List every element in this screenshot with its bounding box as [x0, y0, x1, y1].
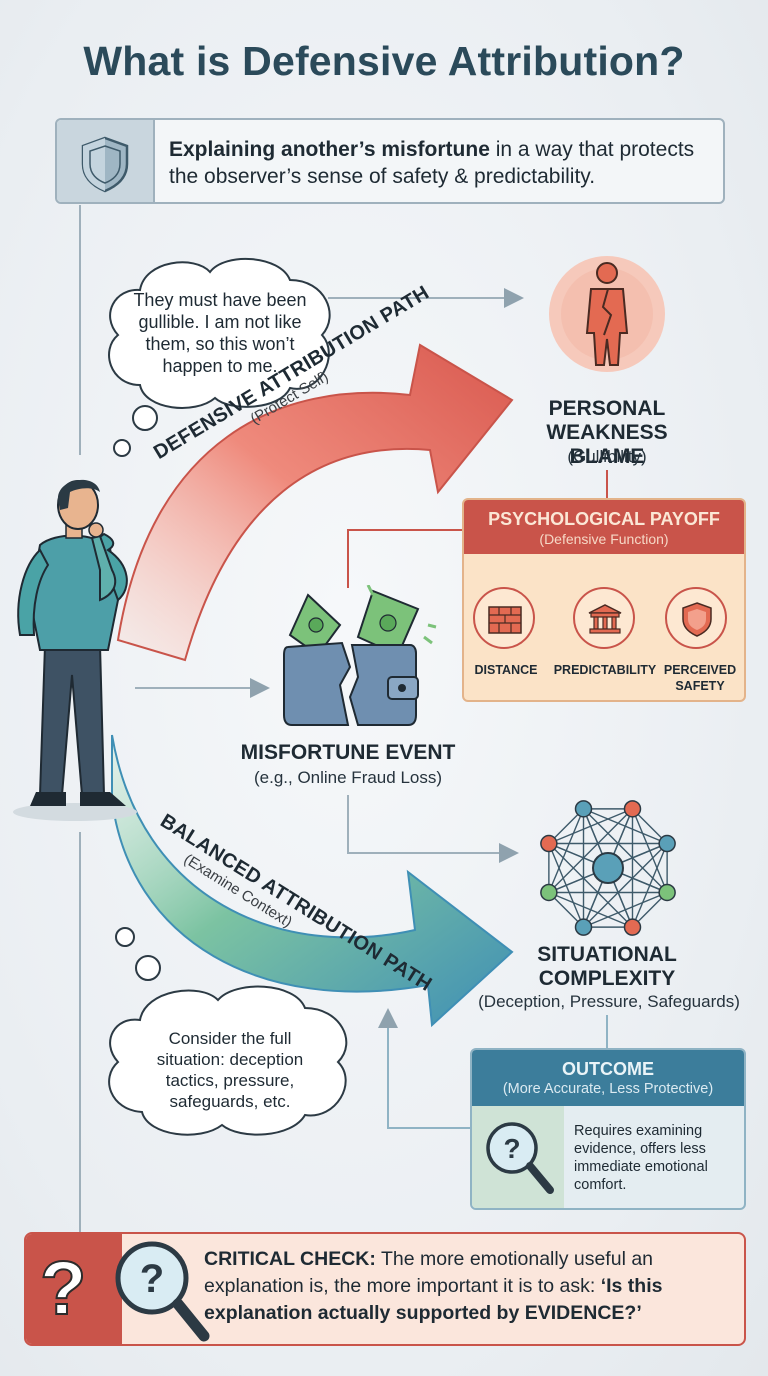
network-node: [623, 918, 642, 936]
outcome-title: OUTCOME: [562, 1059, 654, 1079]
network-link: [583, 808, 668, 893]
page-title: What is Defensive Attribution?: [83, 38, 685, 84]
outcome-text: Requires examining evidence, offers less…: [574, 1122, 740, 1194]
person-thinking-icon: [13, 479, 137, 821]
thought-bottom-line: Consider the full: [168, 1029, 292, 1048]
thought-top-line: them, so this won’t: [145, 334, 295, 354]
thought-bottom-line: situation: deception: [156, 1050, 304, 1069]
definition-box: Explaining another’s misfortune in a way…: [55, 118, 725, 204]
person-cracked-icon: [549, 256, 665, 372]
payoff-safety-circle: [665, 587, 727, 649]
outcome-line: Requires examining: [574, 1123, 703, 1139]
critical-body: The more emotionally useful an explanati…: [204, 1248, 654, 1297]
definition-text: Explaining another’s misfortune in a way…: [169, 136, 717, 190]
situational-sub: (Deception, Pressure, Safeguards): [478, 992, 740, 1011]
critical-question-cell: ?: [26, 1234, 122, 1344]
brick-wall-icon: [488, 606, 522, 634]
payoff-distance-circle: [473, 587, 535, 649]
payoff-header: PSYCHOLOGICAL PAYOFF (Defensive Function…: [464, 500, 744, 554]
payoff-subtitle: (Defensive Function): [539, 531, 669, 547]
network-node: [540, 883, 558, 902]
situational-line1: SITUATIONAL: [537, 943, 677, 966]
network-link: [548, 808, 633, 893]
network-node: [658, 883, 676, 902]
wallet-broken-icon: [283, 585, 437, 726]
defensive-path-arrow: [116, 343, 514, 662]
outcome-header: OUTCOME (More Accurate, Less Protective): [472, 1050, 744, 1106]
personal-blame-title: PERSONAL WEAKNESS BLAME: [510, 397, 704, 469]
network-node: [574, 800, 593, 818]
thought-cloud-top: [108, 257, 331, 457]
misfortune-title: MISFORTUNE EVENT: [240, 741, 456, 764]
thought-bottom-line: tactics, pressure,: [165, 1071, 295, 1090]
network-hub: [592, 852, 624, 884]
outcome-icon-cell: ?: [472, 1106, 564, 1208]
building-icon: [588, 604, 622, 634]
network-icon: [540, 800, 676, 936]
outcome-subtitle: (More Accurate, Less Protective): [502, 1081, 714, 1097]
misfortune-sub: (e.g., Online Fraud Loss): [253, 768, 443, 787]
payoff-predictability-circle: [573, 587, 635, 649]
outcome-box: OUTCOME (More Accurate, Less Protective)…: [470, 1048, 746, 1210]
critical-check-text: CRITICAL CHECK: The more emotionally use…: [204, 1246, 740, 1327]
situational-line2: COMPLEXITY: [538, 967, 676, 990]
personal-blame-sub: (Gullibility): [567, 447, 647, 466]
shield-icon: [81, 136, 129, 193]
critical-check-box: ? ? CRITICAL CHECK: The more emotionally…: [24, 1232, 746, 1346]
network-link: [583, 808, 668, 845]
svg-text:?: ?: [503, 1133, 520, 1164]
thought-bottom-text: Consider the full situation: deception t…: [125, 1028, 335, 1112]
outcome-line: comfort.: [574, 1177, 627, 1193]
thought-top-line: happen to me.: [162, 356, 278, 376]
thought-top-line: gullible. I am not like: [138, 312, 302, 332]
balanced-path-arrow: [111, 734, 514, 1028]
payoff-safety-line2: SAFETY: [675, 679, 725, 693]
network-node: [658, 834, 676, 853]
thought-top-line: They must have been: [133, 290, 307, 310]
payoff-box: PSYCHOLOGICAL PAYOFF (Defensive Function…: [462, 498, 746, 702]
svg-text:?: ?: [140, 1257, 164, 1301]
definition-bold: Explaining another’s misfortune: [169, 138, 490, 161]
magnifier-question-icon: ?: [486, 1122, 554, 1194]
payoff-title: PSYCHOLOGICAL PAYOFF: [488, 509, 720, 529]
payoff-predictability-label: PREDICTABILITY: [553, 663, 657, 677]
thought-top-text: They must have been gullible. I am not l…: [115, 289, 325, 377]
network-link: [548, 843, 633, 928]
definition-icon-cell: [57, 120, 155, 202]
payoff-safety-line1: PERCEIVED: [663, 663, 737, 677]
outcome-line: immediate emotional: [574, 1159, 708, 1175]
network-node: [574, 918, 593, 936]
thought-bottom-line: safeguards, etc.: [169, 1092, 291, 1111]
definition-rest: in a way that protects the observer’s se…: [169, 138, 695, 188]
critical-label: CRITICAL CHECK:: [204, 1248, 376, 1270]
thought-cloud-bottom: [108, 927, 348, 1136]
critical-question: ‘Is this explanation actually supported …: [204, 1275, 663, 1324]
network-node: [540, 834, 558, 853]
payoff-safety-label: PERCEIVED SAFETY: [660, 662, 740, 694]
situational-title: SITUATIONAL COMPLEXITY: [500, 943, 714, 991]
personal-blame-line2: WEAKNESS BLAME: [546, 421, 668, 468]
network-node: [623, 800, 642, 818]
network-link: [583, 843, 668, 928]
question-mark-icon: ?: [39, 1246, 87, 1331]
shield-badge-icon: [682, 602, 712, 637]
critical-magnifier-icon: ?: [115, 1241, 210, 1342]
payoff-distance-label: DISTANCE: [474, 663, 538, 677]
personal-blame-line1: PERSONAL: [548, 397, 666, 420]
outcome-line: evidence, offers less: [574, 1141, 706, 1157]
